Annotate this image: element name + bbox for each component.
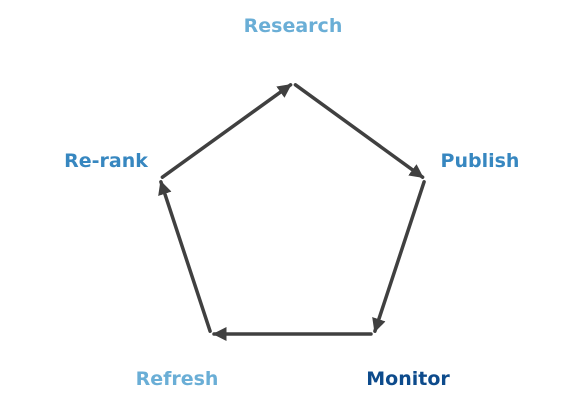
edge-rerank-to-research (160, 83, 293, 179)
edge-research-to-publish (293, 83, 425, 179)
node-label-rerank: Re-rank (64, 150, 148, 172)
edge-refresh-to-rerank (158, 180, 212, 333)
node-label-monitor: Monitor (366, 368, 450, 390)
edge-publish-to-monitor (372, 180, 426, 333)
node-label-publish: Publish (440, 150, 520, 172)
node-label-research: Research (243, 15, 343, 37)
node-label-refresh: Refresh (135, 368, 219, 390)
edges-layer (158, 83, 426, 341)
